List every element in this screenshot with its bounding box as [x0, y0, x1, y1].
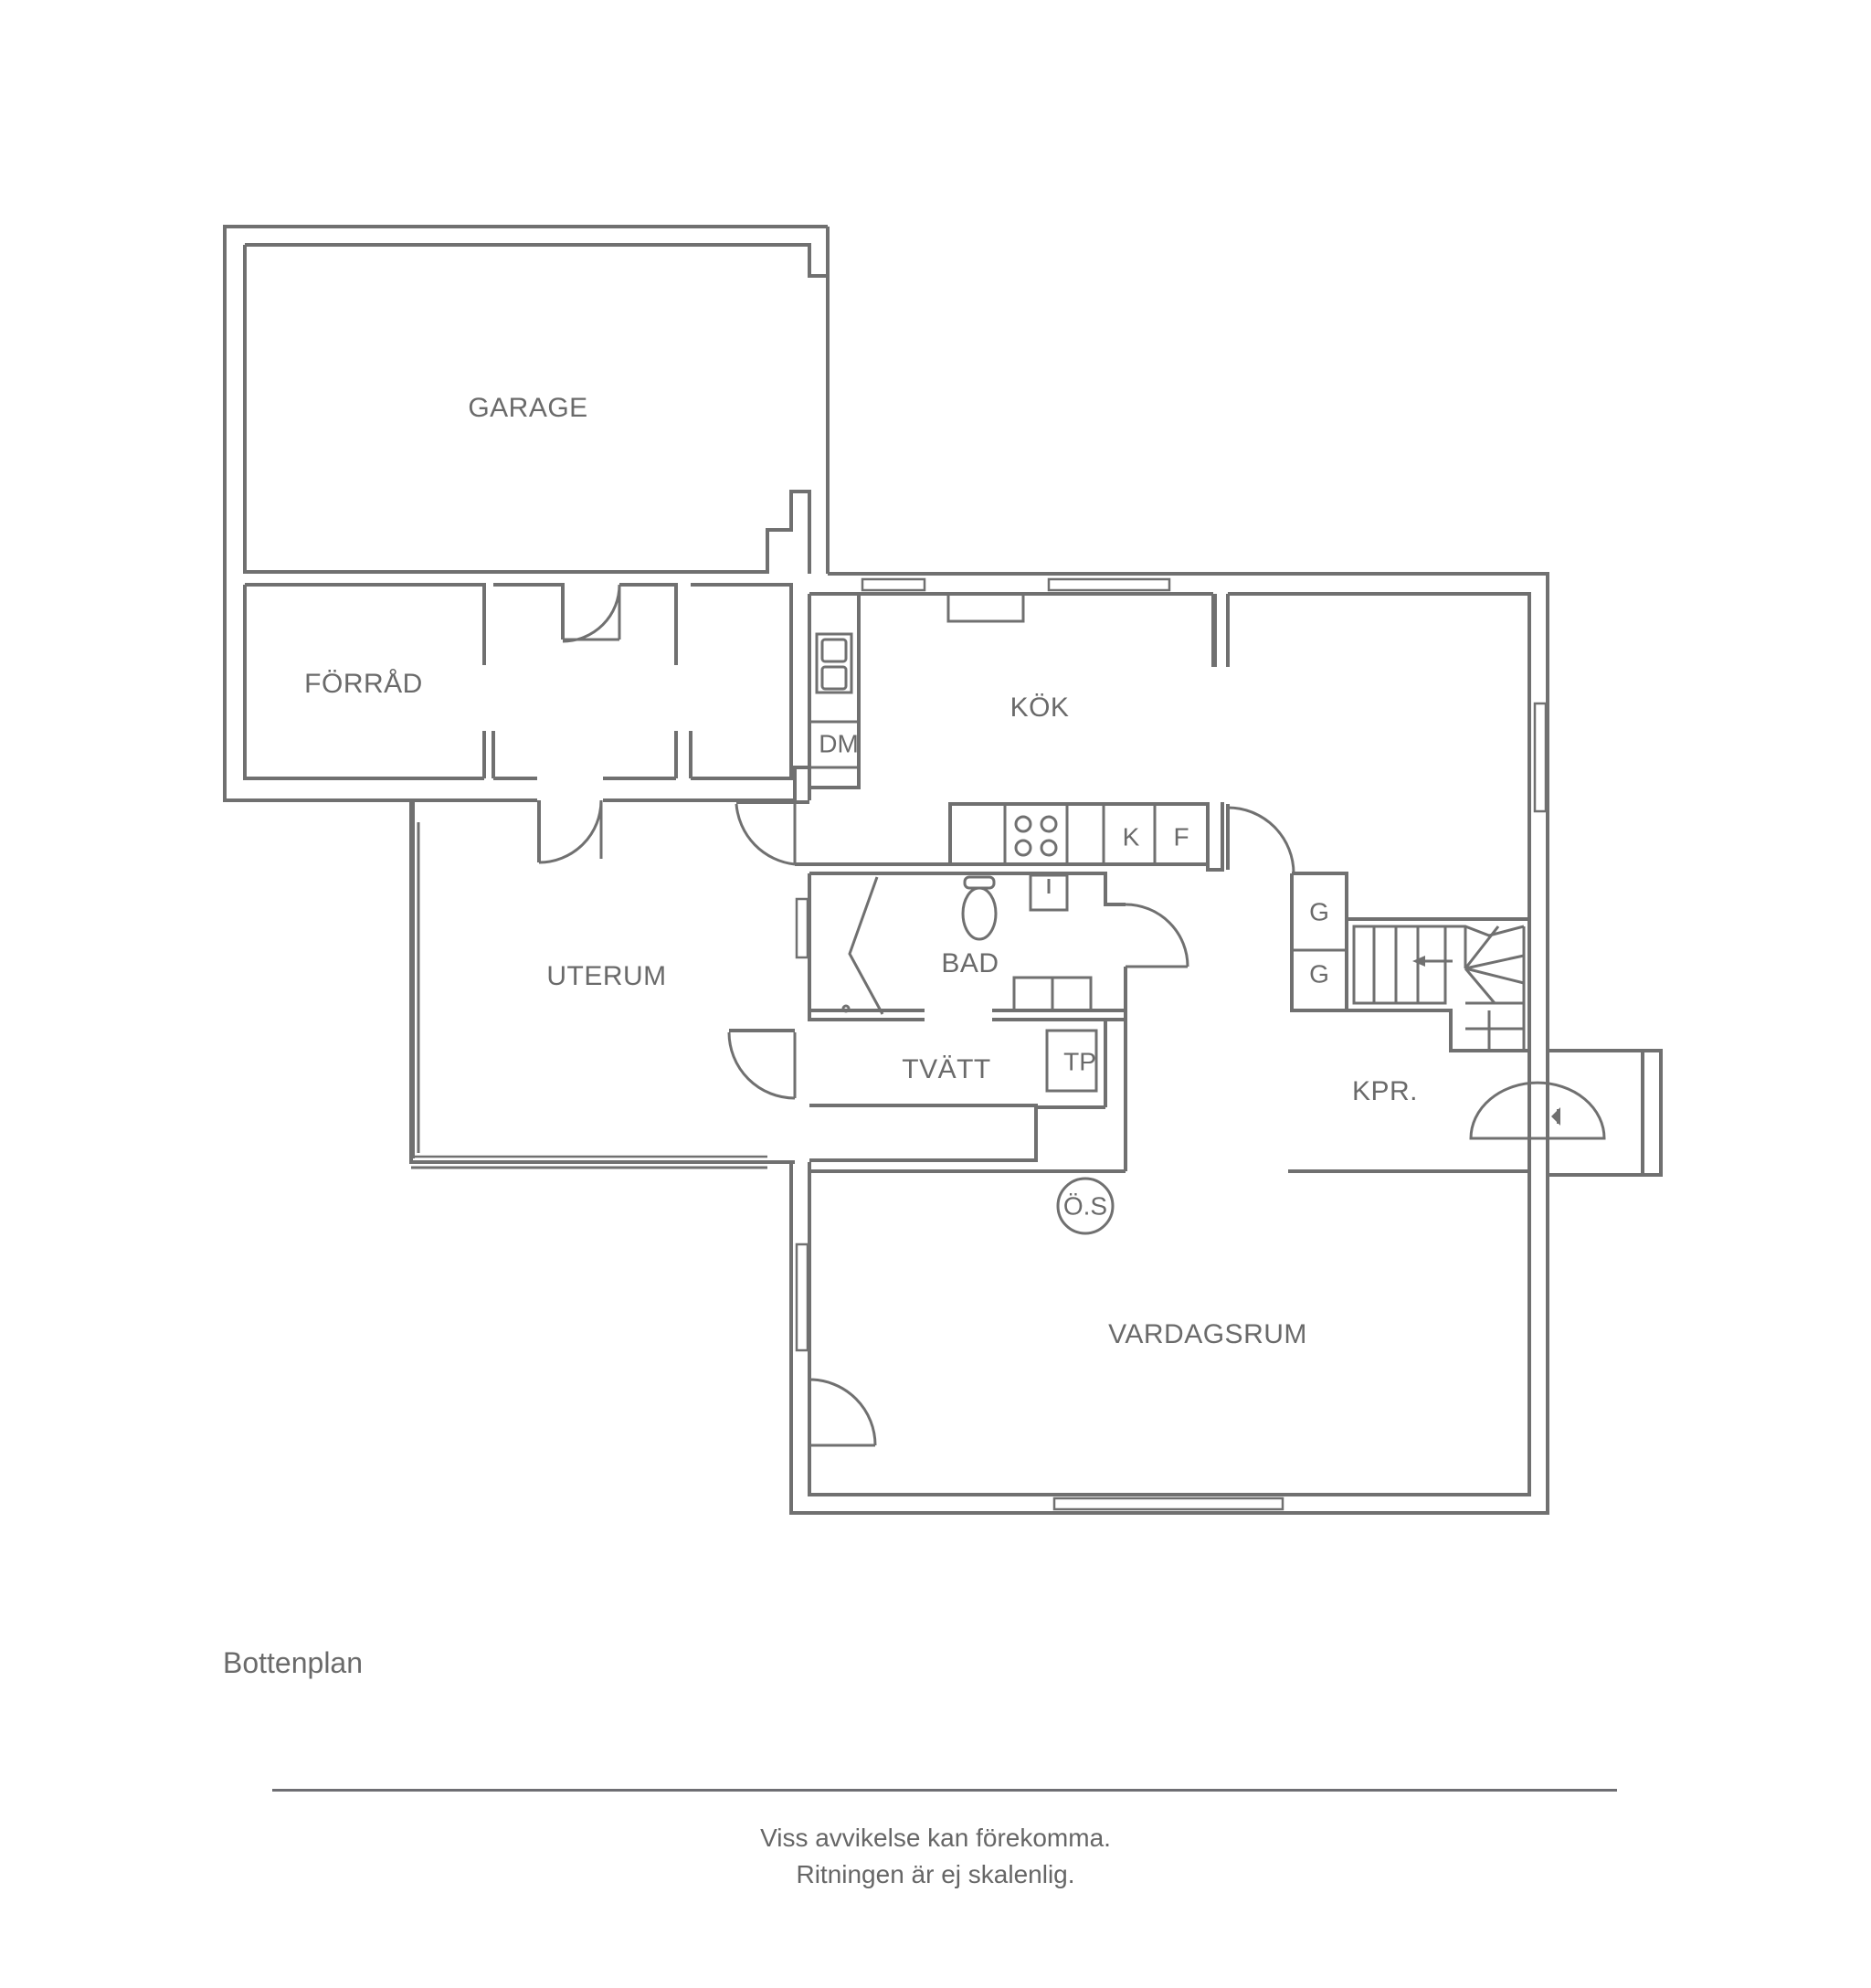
house-walls: [789, 572, 1663, 1515]
divider: [272, 1789, 1617, 1792]
bath-laundry-walls: [727, 872, 1189, 1173]
fixture-label-f: F: [1173, 822, 1189, 851]
room-label-bad: BAD: [941, 948, 999, 978]
room-label-tvatt: TVÄTT: [902, 1054, 991, 1084]
fixture-label-g1: G: [1309, 897, 1329, 925]
kitchen-fixtures: [735, 592, 1230, 872]
room-label-kpr: KPR.: [1352, 1076, 1418, 1106]
fixture-label-k: K: [1123, 822, 1140, 851]
disclaimer: Viss avvikelse kan förekomma. Ritningen …: [0, 1820, 1871, 1893]
plan-title: Bottenplan: [223, 1646, 364, 1679]
room-label-uterum: UTERUM: [546, 961, 666, 991]
hall-stairs: [809, 806, 1606, 1447]
disclaimer-line-1: Viss avvikelse kan förekomma.: [760, 1824, 1111, 1852]
room-label-forrad: FÖRRÅD: [304, 669, 423, 699]
room-label-kok: KÖK: [1010, 693, 1070, 723]
disclaimer-line-2: Ritningen är ej skalenlig.: [796, 1860, 1075, 1888]
fixture-label-g2: G: [1309, 959, 1329, 988]
fixture-label-os: Ö.S: [1063, 1191, 1107, 1220]
uterum-walls: [225, 766, 811, 1169]
fixture-label-dm: DM: [819, 729, 859, 757]
room-label-garage: GARAGE: [468, 393, 587, 423]
garage-walls: [223, 225, 830, 802]
fixture-label-tp: TP: [1063, 1047, 1096, 1075]
room-label-vardagsrum: VARDAGSRUM: [1108, 1319, 1307, 1349]
forrad-walls: [243, 583, 793, 780]
